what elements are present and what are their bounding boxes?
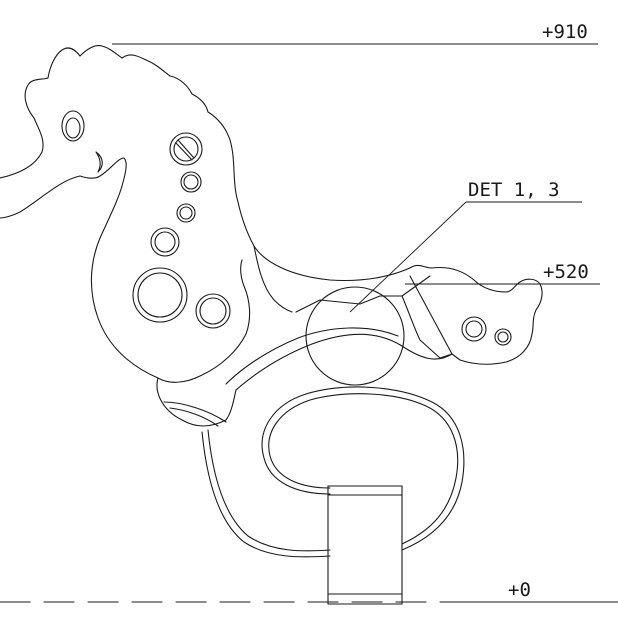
seahorse-features	[61, 110, 512, 346]
bolt-outer	[169, 132, 203, 166]
spring-base	[327, 485, 403, 605]
elevation-label-top: +910	[542, 21, 588, 43]
seahorse-body	[0, 45, 543, 427]
detail-callout: DET 1, 3	[305, 179, 582, 386]
elevation-label-ground: +0	[508, 579, 531, 601]
elevation-marker-top: +910	[112, 21, 598, 45]
spring-coil	[201, 386, 465, 558]
eye-outer	[61, 110, 85, 142]
ground-line: +0	[0, 579, 618, 603]
elevation-marker-mid: +520	[405, 261, 600, 285]
detail-callout-label: DET 1, 3	[468, 179, 560, 201]
bolt-inner	[173, 136, 199, 162]
eye-inner	[65, 117, 81, 139]
detail-circle	[305, 286, 405, 386]
elevation-label-mid: +520	[543, 261, 589, 283]
